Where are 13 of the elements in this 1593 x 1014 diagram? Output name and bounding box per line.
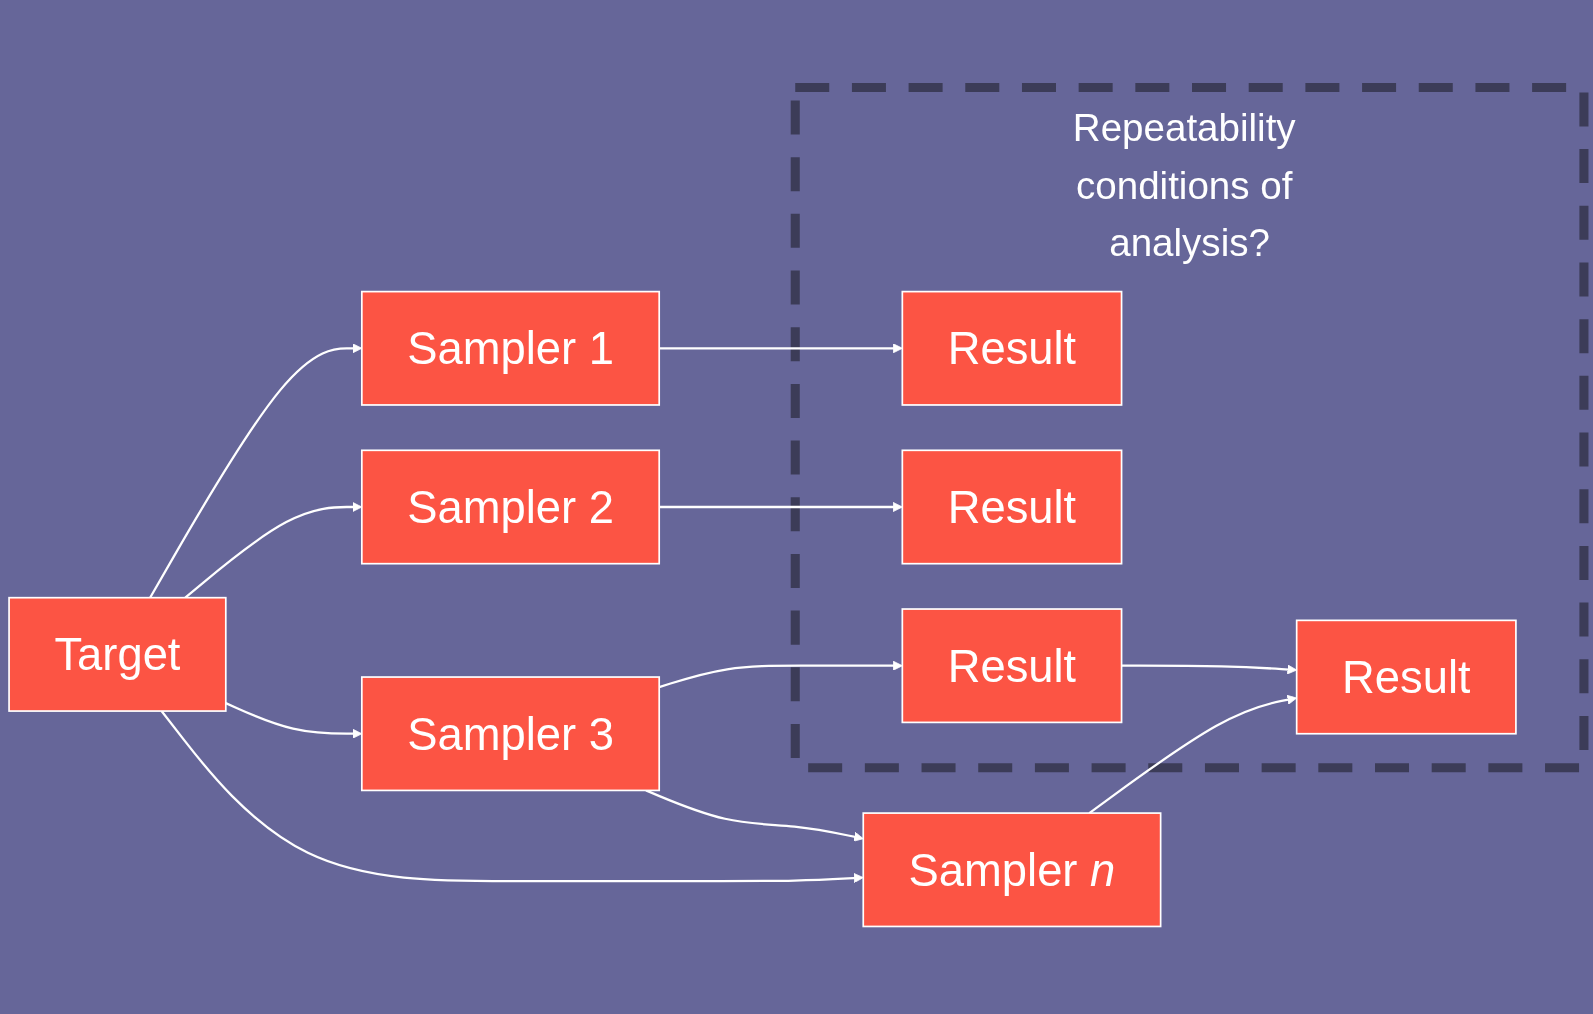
node-box: Result xyxy=(901,290,1123,406)
node-box: Sampler 3 xyxy=(360,676,661,792)
arrow xyxy=(659,502,903,512)
node-box: Result xyxy=(901,449,1123,565)
arrow xyxy=(645,789,864,842)
arrow xyxy=(160,710,864,883)
node-box: Sampler n xyxy=(862,812,1162,928)
node-box: Result xyxy=(901,608,1123,724)
node-box: Result xyxy=(1295,619,1517,735)
node-box: Target xyxy=(8,596,227,712)
node-box: Sampler 1 xyxy=(360,290,661,406)
node-box: Sampler 2 xyxy=(360,449,661,565)
arrow xyxy=(659,343,903,354)
